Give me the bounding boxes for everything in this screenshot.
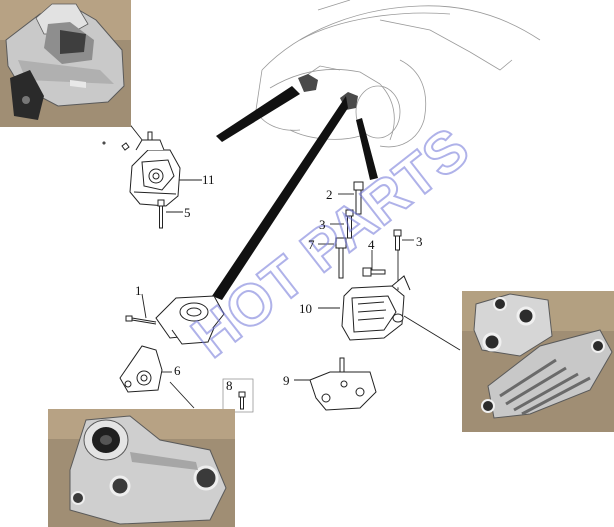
- right-bolts: [335, 181, 402, 279]
- callout-9: 9: [283, 373, 290, 388]
- callout-1: 1: [135, 283, 142, 298]
- callout-3-right: 3: [416, 234, 423, 249]
- center-mount-line-art: [155, 295, 225, 345]
- part-5-line-art: [119, 345, 163, 393]
- callout-2: 2: [326, 187, 333, 202]
- part-6-bolt: [157, 199, 165, 229]
- callout-3-upper: 3: [319, 217, 326, 232]
- callout-5: 6: [174, 363, 181, 378]
- part-10-line-art: [341, 275, 411, 341]
- photo-bottom-left-bracket: [48, 409, 235, 527]
- callout-4: 4: [368, 237, 375, 252]
- car-front-outline: [255, 0, 541, 148]
- car-mount-location-parts: [298, 74, 358, 110]
- callout-11: 11: [202, 172, 215, 187]
- callout-10: 10: [299, 301, 312, 316]
- watermark-text: HOT PARTS: [180, 115, 481, 370]
- pointer-arrows: [212, 86, 378, 300]
- part-11-line-art: [102, 131, 181, 207]
- part-1-bolt: [125, 315, 157, 325]
- callout-6: 5: [184, 205, 191, 220]
- callout-7: 7: [308, 237, 315, 252]
- photo-right-mount: [462, 291, 614, 432]
- part-9-line-art: [309, 357, 377, 411]
- part-8-bolt: [222, 378, 254, 413]
- photo-top-left-mount: [0, 0, 131, 127]
- callout-8: 8: [226, 378, 233, 393]
